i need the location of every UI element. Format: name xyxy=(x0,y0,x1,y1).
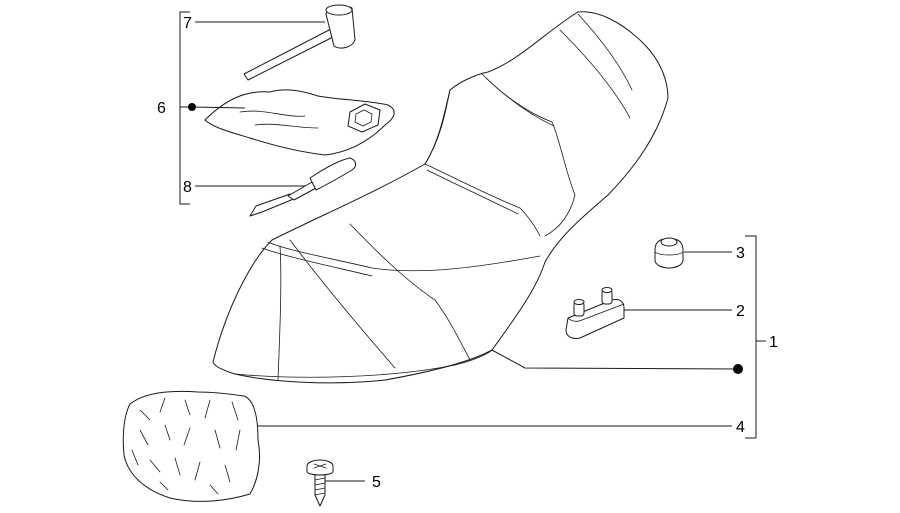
screwdriver[interactable] xyxy=(249,157,357,217)
bracket[interactable] xyxy=(565,287,625,339)
callout-3: 3 xyxy=(736,245,745,262)
callout-2: 2 xyxy=(736,303,745,320)
dot-marker-6 xyxy=(188,103,196,111)
dot-marker-1 xyxy=(733,364,743,374)
callout-5: 5 xyxy=(372,474,381,491)
callout-4: 4 xyxy=(736,419,745,436)
screw[interactable] xyxy=(306,459,334,507)
seat-cover[interactable] xyxy=(122,390,261,502)
callout-8: 8 xyxy=(183,179,192,196)
callout-1: 1 xyxy=(769,334,778,351)
socket-wrench[interactable] xyxy=(243,4,356,81)
callout-6: 6 xyxy=(157,100,166,117)
callout-7: 7 xyxy=(183,15,192,32)
rubber-bump[interactable] xyxy=(654,237,684,269)
seat[interactable] xyxy=(212,11,669,384)
leader-lines xyxy=(179,11,766,482)
tool-bag[interactable] xyxy=(204,89,395,156)
